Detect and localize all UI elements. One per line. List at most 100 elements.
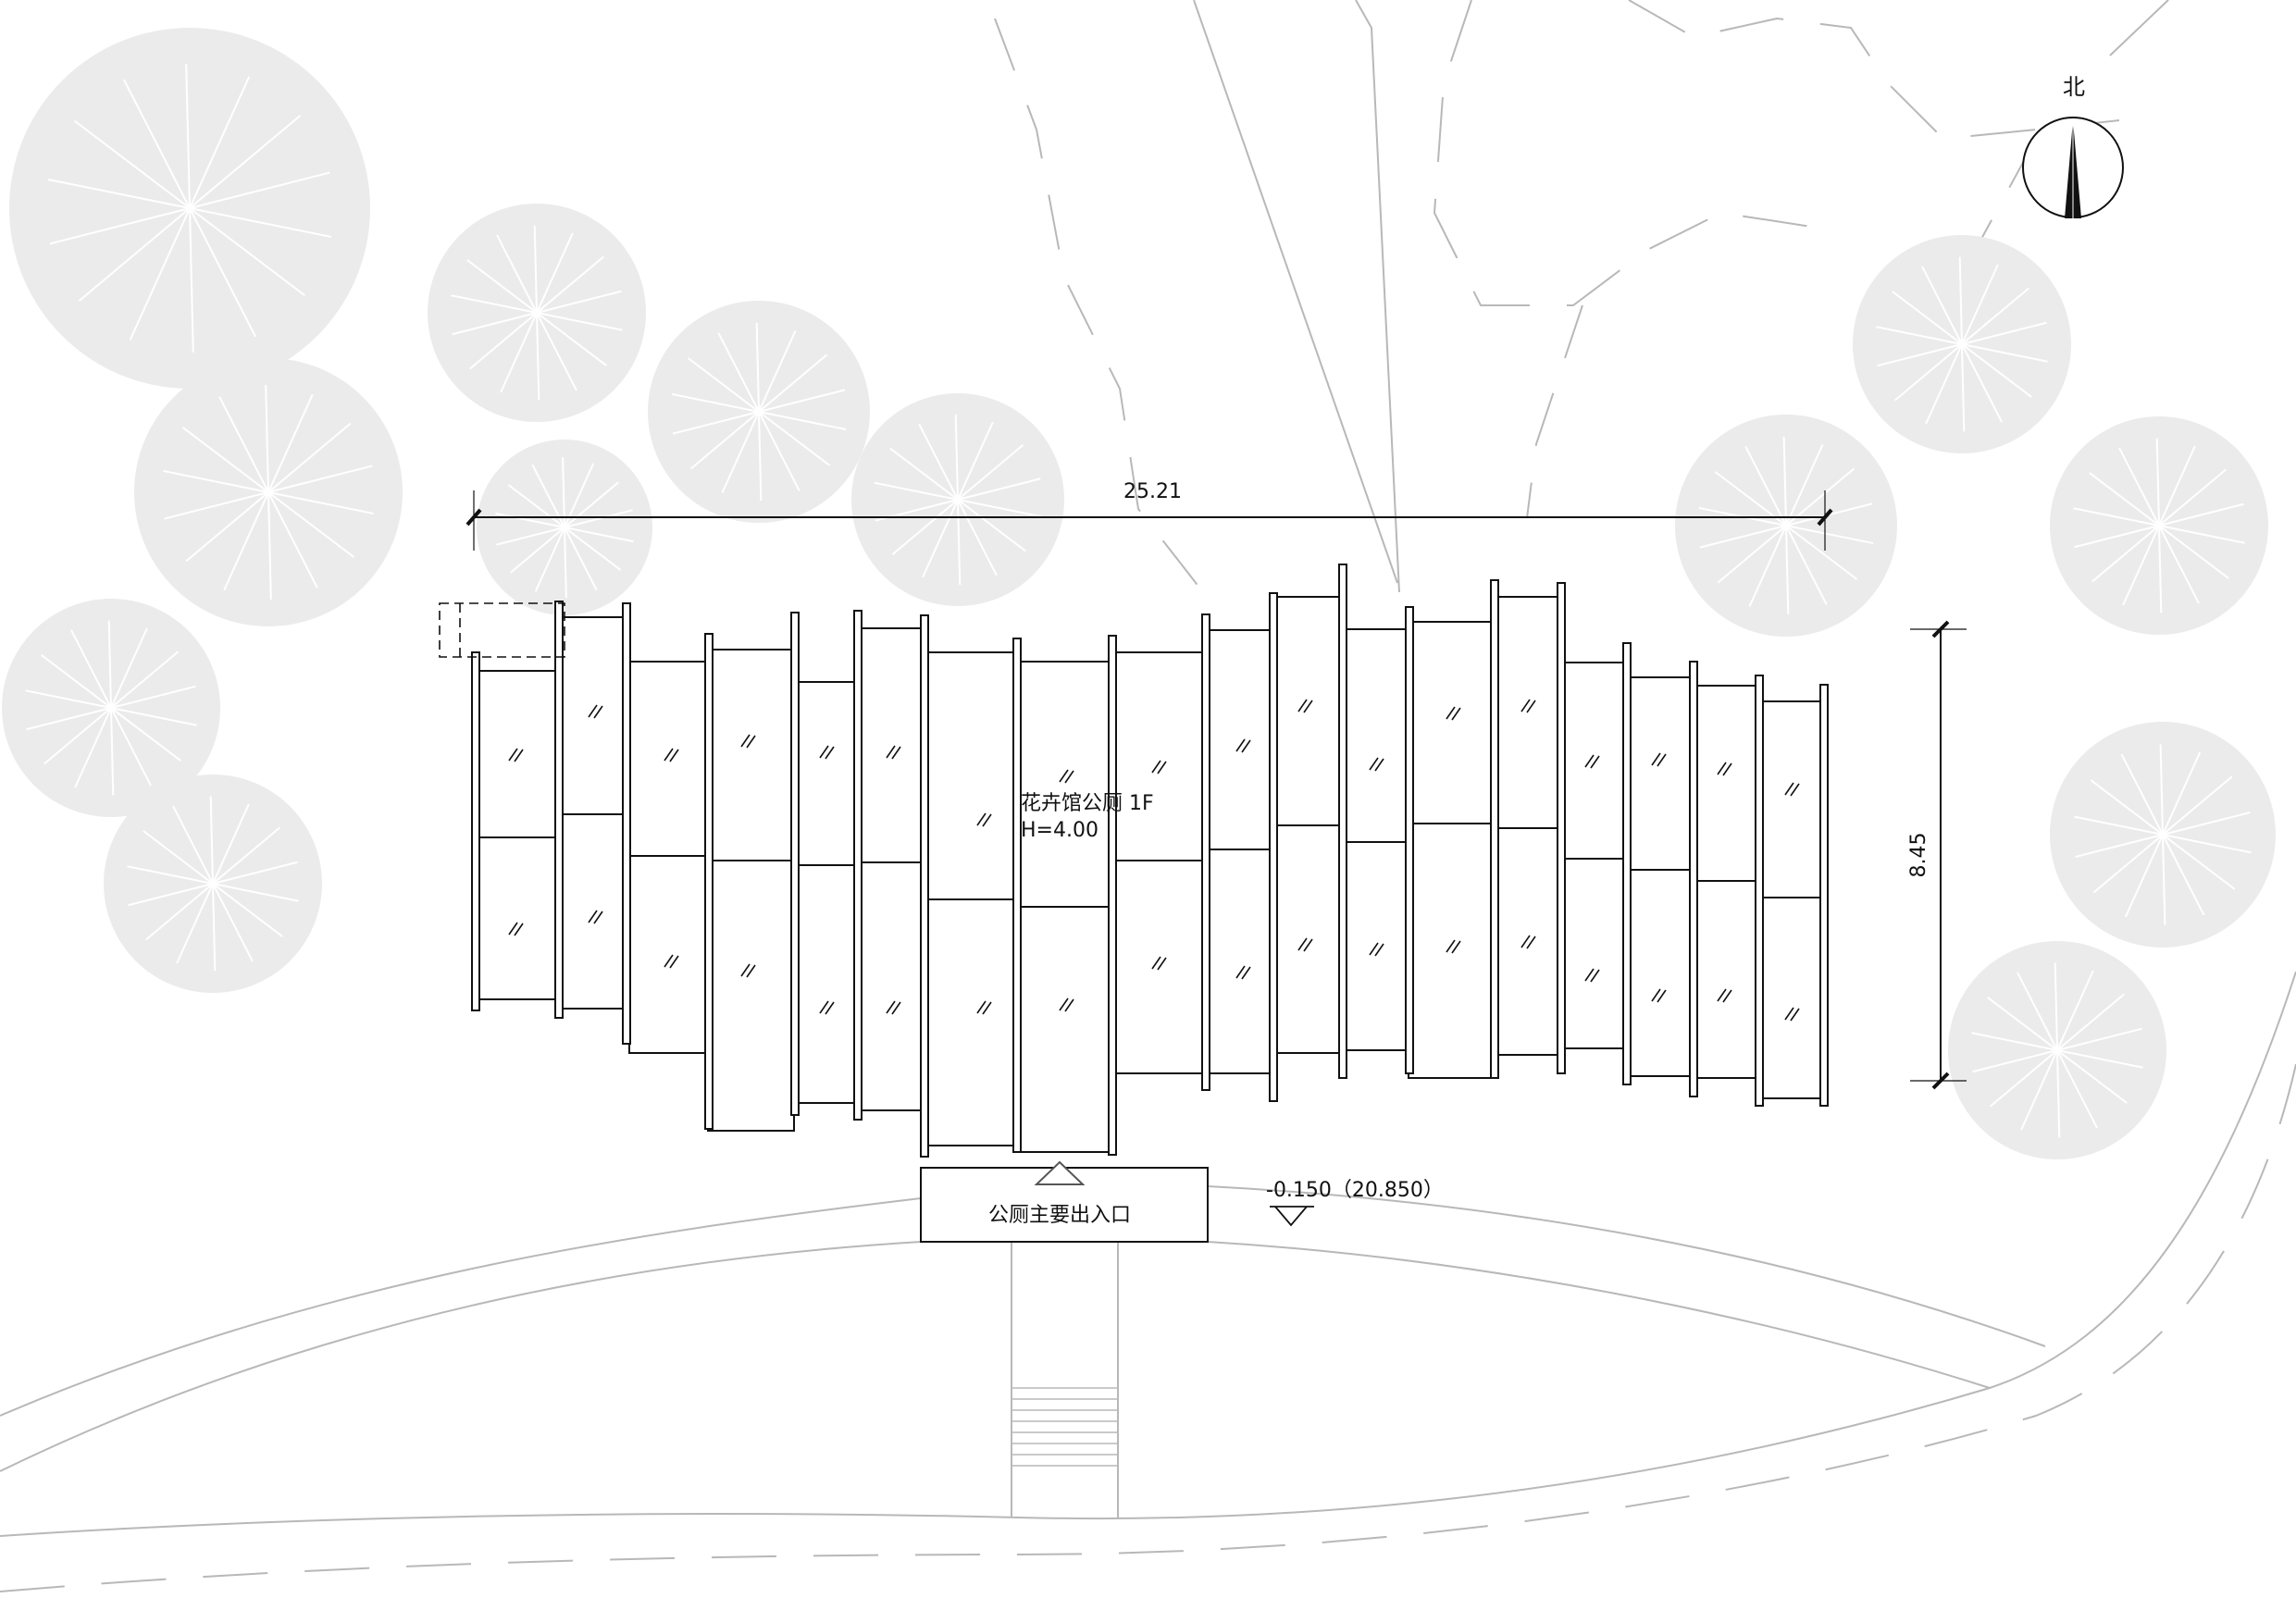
hatch-stroke (508, 922, 518, 935)
tree-branch (1961, 264, 1999, 345)
hatch-stroke (1241, 966, 1251, 980)
tree-branch (758, 411, 800, 491)
glass-hatch-icon (1297, 937, 1313, 952)
hatch-stroke (664, 954, 674, 968)
hatch-stroke (982, 1001, 992, 1015)
tree-branch (43, 707, 112, 765)
tree-branch (2159, 744, 2164, 836)
tree-branch (267, 491, 374, 515)
hatch-stroke (891, 746, 901, 760)
glass-hatch-icon (819, 1000, 835, 1015)
tree-branch (2155, 438, 2160, 527)
hatch-stroke (1297, 937, 1308, 951)
tree-icon (648, 301, 870, 523)
wall-fin (1405, 606, 1414, 1074)
tree-branch (533, 225, 538, 314)
tree-branch (957, 499, 1042, 518)
ground-curve (1207, 1241, 1991, 1389)
tree-branch (129, 207, 191, 341)
tree-branch (189, 207, 194, 353)
tree-branch (891, 499, 959, 555)
tree-branch (185, 491, 269, 563)
hatch-stroke (825, 746, 835, 760)
tree-branch (1958, 256, 1963, 345)
building-bay (856, 627, 925, 1111)
tree-branch (189, 115, 302, 209)
tree-branch (2158, 445, 2196, 527)
tree-branch (70, 629, 112, 709)
hatch-stroke (593, 911, 603, 924)
tree-branch (957, 444, 1024, 501)
tree-branch (2158, 525, 2229, 579)
tree-branch (212, 883, 283, 937)
entrance-label: 公厕主要出入口 (988, 1204, 1131, 1227)
tree-branch (267, 491, 355, 558)
stair-steps (1011, 1387, 1118, 1467)
path-line (1526, 304, 1583, 519)
tree-branch (564, 481, 619, 528)
glass-hatch-icon (1584, 754, 1600, 769)
entrance-canopy (920, 1160, 1209, 1243)
path-line (2109, 0, 2169, 56)
glass-hatch-icon (1717, 762, 1732, 776)
tree-branch (536, 255, 604, 314)
tree-branch (1961, 287, 2029, 345)
tree-branch (110, 627, 148, 709)
wall-fin (1201, 613, 1210, 1091)
wall-fin (1490, 579, 1499, 1079)
tree-branch (510, 527, 565, 574)
tree-icon (2050, 722, 2276, 948)
hatch-stroke (886, 1000, 896, 1014)
wall-fin (1557, 582, 1566, 1074)
wall-fin (1819, 684, 1829, 1107)
tree-branch (47, 179, 191, 209)
glass-hatch-icon (976, 1000, 992, 1015)
tree-branch (143, 830, 214, 885)
building-height: H=4.00 (1021, 819, 1098, 842)
hatch-stroke (1657, 989, 1667, 1003)
wall-fin (622, 602, 631, 1045)
hatch-stroke (1651, 988, 1661, 1002)
tree-branch (176, 883, 214, 964)
building-bay (1493, 596, 1561, 1056)
tree-branch (2073, 507, 2160, 527)
tree-canopies (2, 28, 2276, 1159)
glass-hatch-icon (1235, 965, 1251, 980)
tree-branch (954, 415, 959, 501)
tree-branch (212, 861, 298, 885)
hatch-stroke (1590, 755, 1600, 769)
glass-hatch-icon (1784, 782, 1800, 797)
hatch-stroke (740, 734, 751, 748)
tree-branch (687, 357, 760, 413)
tree-icon (477, 440, 652, 615)
building-name: 花卉馆公厕 1F (1021, 792, 1154, 815)
hatch-stroke (1722, 989, 1732, 1003)
tree-branch (536, 312, 540, 401)
tree-branch (758, 411, 763, 501)
tree-branch (127, 865, 214, 885)
tree-branch (2158, 525, 2163, 613)
wall-fin (790, 612, 800, 1116)
hatch-stroke (746, 735, 756, 749)
tree-branch (2124, 834, 2164, 918)
tree-branch (1717, 525, 1787, 584)
building-bay (1204, 629, 1273, 1074)
glass-hatch-icon (976, 812, 992, 827)
hatch-stroke (1374, 758, 1384, 772)
width-dimension: 25.21 (1123, 480, 1182, 503)
building-bay (1559, 662, 1627, 1049)
path-line (1628, 0, 2120, 141)
tree-icon (134, 358, 403, 626)
hatch-stroke (1590, 969, 1600, 983)
tree-branch (564, 527, 634, 543)
tree-branch (1785, 467, 1855, 527)
glass-hatch-icon (1446, 939, 1461, 954)
hatch-stroke (1584, 754, 1595, 768)
glass-hatch-icon (588, 910, 603, 924)
bay-outline (1757, 700, 1826, 1099)
tree-branch (172, 805, 214, 885)
tree-branch (671, 392, 760, 413)
tree-icon (1675, 415, 1897, 637)
path-line (1433, 0, 1843, 306)
